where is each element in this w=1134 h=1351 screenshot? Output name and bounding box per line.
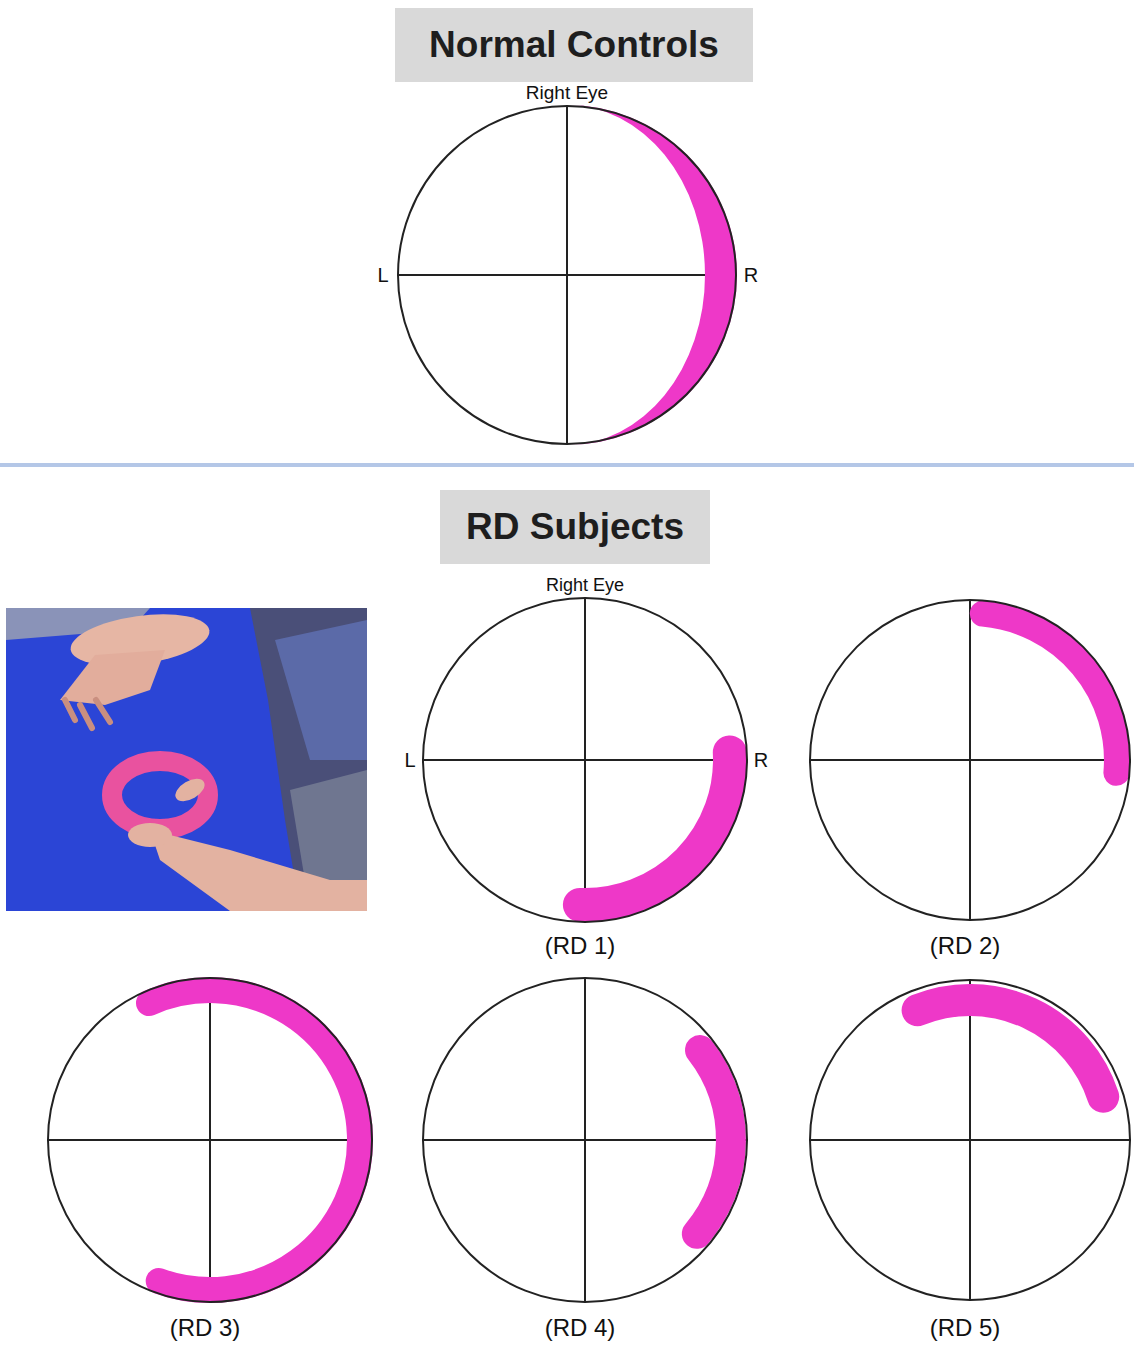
subject-caption: (RD 3) bbox=[170, 1316, 241, 1340]
eye-label: Right Eye bbox=[526, 83, 608, 102]
photo bbox=[6, 606, 367, 911]
subject-caption: (RD 4) bbox=[545, 1316, 616, 1340]
circle-outline bbox=[809, 979, 1131, 1301]
eye-label: Right Eye bbox=[546, 576, 624, 594]
subject-caption: (RD 2) bbox=[930, 934, 1001, 958]
circle-outline bbox=[47, 977, 373, 1303]
field-map bbox=[149, 105, 1117, 1290]
subject-caption: (RD 1) bbox=[545, 934, 616, 958]
visual-field-circle: (RD 3) bbox=[47, 977, 373, 1303]
circle-outline bbox=[397, 105, 737, 445]
circle-outline bbox=[809, 599, 1131, 921]
circle-outline bbox=[422, 597, 748, 923]
axis-label: R bbox=[744, 265, 758, 285]
visual-field-circle: Right EyeLR bbox=[397, 105, 737, 445]
visual-field-circle: Right EyeLR(RD 1) bbox=[422, 597, 748, 923]
visual-field-circle: (RD 2) bbox=[809, 599, 1131, 921]
divider-line bbox=[0, 463, 1134, 467]
subject-caption: (RD 5) bbox=[930, 1316, 1001, 1340]
crosshair bbox=[47, 105, 1131, 1303]
axis-label: R bbox=[754, 750, 768, 770]
heading-text: RD Subjects bbox=[466, 507, 684, 548]
heading-box: Normal Controls bbox=[395, 8, 753, 82]
heading-box: RD Subjects bbox=[440, 490, 710, 564]
circle-outline bbox=[422, 977, 748, 1303]
heading-text: Normal Controls bbox=[429, 25, 719, 66]
axis-label: L bbox=[404, 750, 415, 770]
axis-label: L bbox=[377, 265, 388, 285]
visual-field-circle: (RD 4) bbox=[422, 977, 748, 1303]
visual-field-circle: (RD 5) bbox=[809, 979, 1131, 1301]
